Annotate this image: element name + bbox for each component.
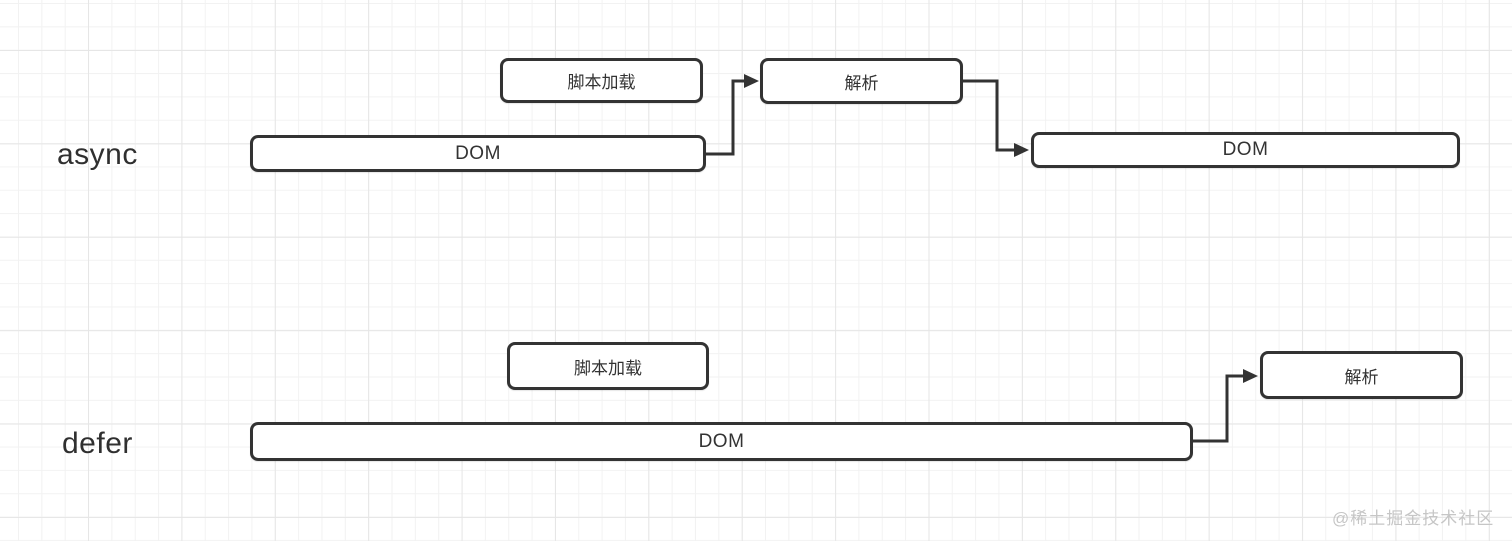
node-defer-dom: DOM	[250, 422, 1193, 461]
node-label: DOM	[698, 430, 745, 452]
node-label: 脚本加载	[574, 358, 642, 378]
node-defer-script-load: 脚本加载	[507, 342, 709, 390]
connector-defer-dom-to-parse	[1191, 369, 1258, 443]
node-defer-parse: 解析	[1260, 351, 1463, 399]
node-async-dom-first: DOM	[250, 135, 706, 172]
node-async-script-load: 脚本加载	[500, 58, 703, 103]
node-async-dom-second: DOM	[1031, 132, 1460, 168]
connector-async-parse-to-dom	[961, 79, 1029, 157]
node-label: 脚本加载	[567, 73, 636, 92]
connector-async-dom-to-parse	[704, 74, 759, 156]
row-label-async: async	[57, 138, 138, 171]
row-label-defer: defer	[62, 427, 133, 460]
node-label: DOM	[455, 142, 501, 164]
node-async-parse: 解析	[760, 58, 963, 104]
node-label: 解析	[844, 73, 879, 93]
watermark-juejin: @稀土掘金技术社区	[1332, 509, 1495, 528]
node-label: 解析	[1344, 367, 1379, 387]
node-label: DOM	[1222, 139, 1269, 160]
